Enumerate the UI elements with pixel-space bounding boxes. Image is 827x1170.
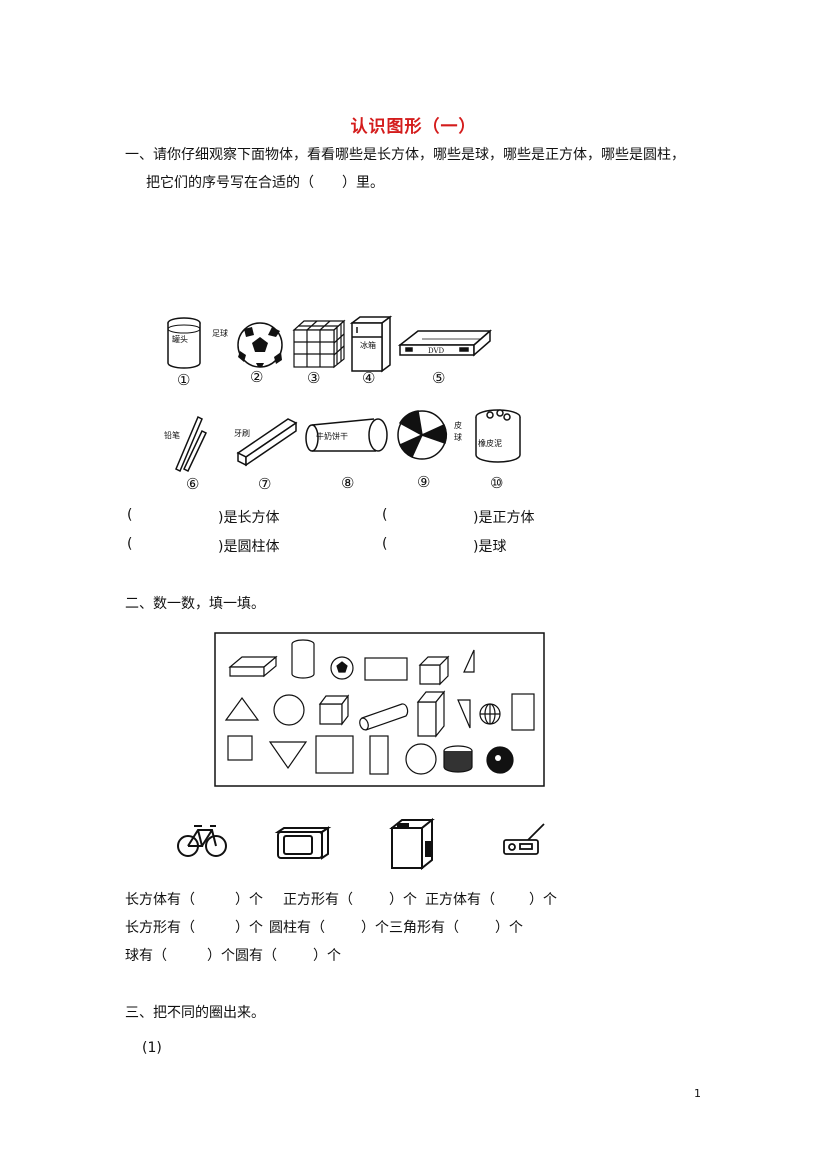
answer-sphere[interactable]: )是球: [473, 539, 507, 555]
item4-number: ④: [362, 369, 376, 387]
bicycle-icon: [177, 825, 227, 857]
fill-row-3: 球有（）个圆有（）个: [125, 948, 341, 964]
section1-prompt-line1: 一、请你仔细观察下面物体，看看哪些是长方体，哪些是球，哪些是正方体，哪些是圆柱，: [125, 147, 685, 163]
item9-label: 皮球: [454, 421, 462, 442]
dvd-player-icon: [397, 329, 492, 357]
rectangle-shape: [369, 735, 389, 775]
item10-number: ⑩: [490, 474, 504, 492]
item6-number: ⑥: [186, 475, 200, 493]
paren-open: (: [127, 536, 133, 552]
radio-icon: [503, 823, 545, 855]
beach-ball-icon: [397, 410, 448, 460]
triangle-shape: [457, 699, 471, 729]
rectangle-shape: [364, 657, 408, 681]
soccer-ball-icon: [237, 322, 283, 368]
cube-puzzle-icon: [292, 319, 346, 369]
square-shape: [227, 735, 253, 761]
answer-cuboid[interactable]: )是长方体: [218, 510, 280, 526]
rectangle-shape: [511, 693, 535, 731]
answer-cube[interactable]: )是正方体: [473, 510, 535, 526]
section1-prompt-line2: 把它们的序号写在合适的（ ）里。: [146, 175, 384, 191]
item10-label: 橡皮泥: [478, 439, 502, 448]
item1-label: 罐头: [172, 335, 188, 344]
item3-number: ③: [307, 369, 321, 387]
triangle-shape: [224, 696, 260, 721]
biscuit-tube-icon: [305, 418, 388, 452]
toothbrush-box-icon: [236, 418, 298, 467]
objects-row2: [175, 409, 521, 473]
item5-label: DVD: [428, 347, 445, 355]
pencils-icon: [175, 415, 207, 473]
item2-number: ②: [250, 368, 264, 386]
item7-number: ⑦: [258, 475, 272, 493]
cylinder-shape: [361, 703, 409, 731]
item4-label: 冰箱: [360, 341, 376, 350]
section2-prompt: 二、数一数，填一填。: [125, 596, 265, 612]
circle-shape: [405, 743, 437, 775]
triangle-shape: [463, 649, 475, 673]
item6-label: 铅笔: [164, 431, 180, 440]
fridge-icon: [349, 315, 393, 373]
triangle-shape: [268, 741, 308, 770]
answer-cylinder[interactable]: )是圆柱体: [218, 539, 280, 555]
fill-row-2: 长方形有（）个圆柱有（）个三角形有（）个: [125, 920, 523, 936]
objects-row1: [167, 315, 492, 373]
item2-label: 足球: [212, 329, 228, 338]
section3-prompt: 三、把不同的圈出来。: [125, 1005, 265, 1021]
item8-number: ⑧: [341, 474, 355, 492]
tv-icon: [274, 826, 332, 860]
cube-shape: [419, 664, 441, 685]
objects-row3: [177, 817, 545, 871]
washing-machine-icon: [389, 817, 435, 871]
cuboid-shape: [417, 701, 437, 737]
item7-label: 牙刷: [234, 429, 250, 438]
paren-open: (: [382, 507, 388, 523]
shapes-box: [214, 632, 545, 787]
item9-number: ⑨: [417, 473, 431, 491]
page-title: 认识图形（一）: [350, 117, 477, 137]
page-number: 1: [694, 1087, 701, 1100]
fill-row-1: 长方体有（）个正方形有（）个正方体有（）个: [125, 892, 557, 908]
item1-number: ①: [177, 371, 191, 389]
section3-sub-1: (1): [142, 1040, 162, 1056]
cube-shape: [319, 703, 343, 725]
item5-number: ⑤: [432, 369, 446, 387]
item8-label: 牛奶饼干: [316, 432, 348, 441]
paren-open: (: [382, 536, 388, 552]
square-shape: [315, 735, 354, 774]
paren-open: (: [127, 507, 133, 523]
can-icon: [167, 317, 201, 369]
circle-shape: [273, 694, 305, 726]
clay-tub-icon: [475, 409, 521, 463]
